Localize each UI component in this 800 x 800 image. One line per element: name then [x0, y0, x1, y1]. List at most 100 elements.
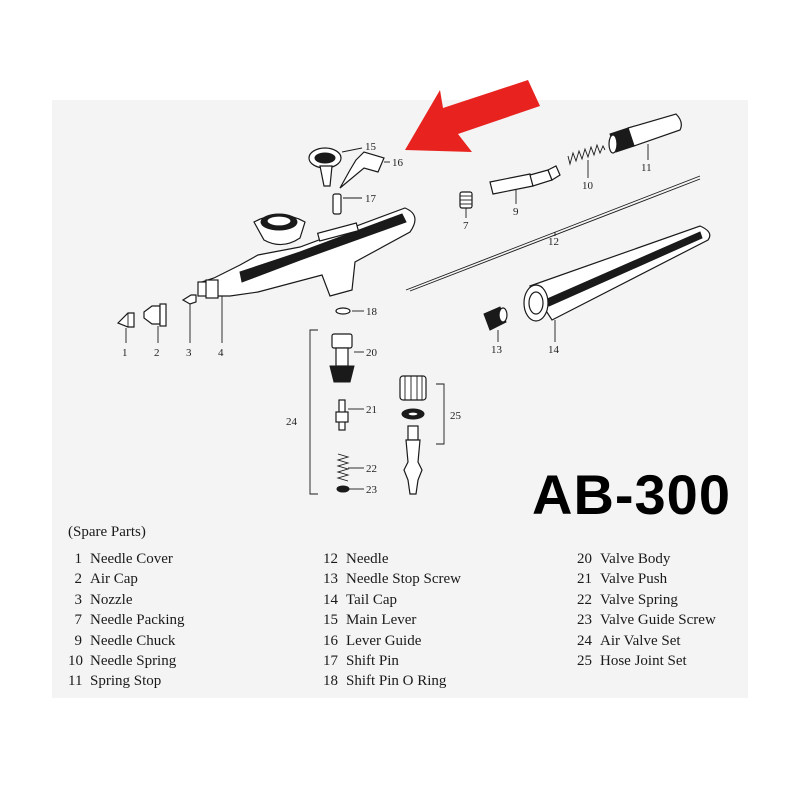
part-name: Needle Cover — [90, 551, 173, 567]
part-15-main-lever — [308, 147, 342, 187]
part-number: 12 — [323, 551, 338, 567]
callout-7: 7 — [463, 220, 469, 232]
part-number: 1 — [74, 551, 83, 567]
part-10-needle-spring — [567, 143, 606, 166]
part-name: Valve Guide Screw — [600, 612, 716, 629]
part-7-needle-packing — [459, 191, 473, 209]
callout-24: 24 — [286, 416, 298, 428]
part-24-bracket — [309, 329, 318, 495]
callout-10: 10 — [582, 180, 594, 192]
model-name: AB-300 — [532, 463, 731, 526]
callout-16: 16 — [392, 157, 404, 169]
legend-row: 17 Shift Pin — [320, 651, 461, 671]
part-21-valve-push — [335, 399, 349, 431]
red-arrow-icon — [405, 80, 540, 152]
legend-row: 16 Lever Guide — [320, 631, 461, 651]
part-number: 25 — [577, 652, 592, 669]
callout-22: 22 — [366, 463, 377, 475]
part-name: Air Cap — [90, 571, 138, 588]
part-name: Needle — [346, 551, 389, 567]
callout-2: 2 — [154, 347, 160, 359]
part-number: 18 — [323, 673, 338, 690]
part-23-valve-guide-screw — [336, 485, 350, 493]
callout-9: 9 — [513, 206, 519, 218]
part-name: Shift Pin O Ring — [346, 673, 447, 690]
part-25-bracket — [436, 383, 445, 445]
part-number: 3 — [74, 591, 83, 608]
part-14-tail-cap — [523, 225, 711, 322]
part-name: Air Valve Set — [600, 632, 681, 649]
part-25-hose-joint-set — [399, 375, 427, 495]
legend-row: 25 Hose Joint Set — [574, 651, 716, 671]
part-name: Needle Chuck — [90, 632, 176, 649]
part-13-needle-stop-screw — [483, 306, 508, 331]
leader-lines — [125, 144, 649, 490]
part-11-spring-stop — [608, 113, 682, 154]
callout-14: 14 — [548, 344, 560, 356]
callout-3: 3 — [186, 347, 192, 359]
part-name: Valve Body — [600, 551, 671, 567]
part-name: Nozzle — [90, 591, 133, 608]
legend-row: 23 Valve Guide Screw — [574, 610, 716, 630]
callout-17: 17 — [365, 193, 377, 205]
legend-row: 12 Needle — [320, 549, 461, 569]
legend-row: 18 Shift Pin O Ring — [320, 671, 461, 691]
part-number: 23 — [577, 612, 592, 629]
part-name: Spring Stop — [90, 673, 162, 690]
callout-13: 13 — [491, 344, 503, 356]
part-number: 17 — [323, 652, 338, 669]
callout-4: 4 — [218, 347, 224, 359]
part-number: 7 — [74, 612, 83, 629]
callout-25: 25 — [450, 410, 462, 422]
part-name: Needle Spring — [90, 652, 177, 669]
callout-1: 1 — [122, 347, 128, 359]
part-9-needle-chuck — [489, 165, 561, 195]
part-12-needle — [405, 175, 701, 292]
part-number: 11 — [68, 673, 83, 690]
part-number: 9 — [74, 632, 83, 649]
callout-21: 21 — [366, 404, 377, 416]
part-name: Valve Spring — [600, 591, 678, 608]
part-2-air-cap — [143, 303, 167, 327]
legend-row: 3 Nozzle — [68, 590, 185, 610]
part-4-airbrush-body — [197, 207, 416, 299]
part-22-valve-spring — [336, 453, 350, 482]
legend-row: 20 Valve Body — [574, 549, 716, 569]
part-17-shift-pin — [332, 193, 342, 215]
part-name: Main Lever — [346, 612, 417, 629]
part-number: 21 — [577, 571, 592, 588]
part-name: Hose Joint Set — [600, 652, 687, 669]
part-number: 20 — [577, 551, 592, 567]
legend-heading: (Spare Parts) — [68, 524, 146, 540]
callout-12: 12 — [548, 236, 559, 248]
callout-11: 11 — [641, 162, 652, 174]
part-16-lever-guide — [339, 151, 385, 189]
callout-23: 23 — [366, 484, 378, 496]
legend-row: 1 Needle Cover — [68, 549, 185, 569]
part-name: Valve Push — [600, 571, 668, 588]
legend-row: 21 Valve Push — [574, 569, 716, 589]
callout-18: 18 — [366, 306, 378, 318]
callout-15: 15 — [365, 141, 377, 153]
legend-row: 11 Spring Stop — [68, 671, 185, 691]
part-name: Lever Guide — [346, 632, 422, 649]
part-name: Needle Packing — [90, 612, 185, 629]
part-number: 13 — [323, 571, 338, 588]
part-name: Tail Cap — [346, 591, 398, 608]
part-name: Shift Pin — [346, 652, 399, 669]
part-20-valve-body — [329, 333, 355, 383]
legend-row: 9 Needle Chuck — [68, 631, 185, 651]
part-number: 16 — [323, 632, 338, 649]
callout-20: 20 — [366, 347, 378, 359]
